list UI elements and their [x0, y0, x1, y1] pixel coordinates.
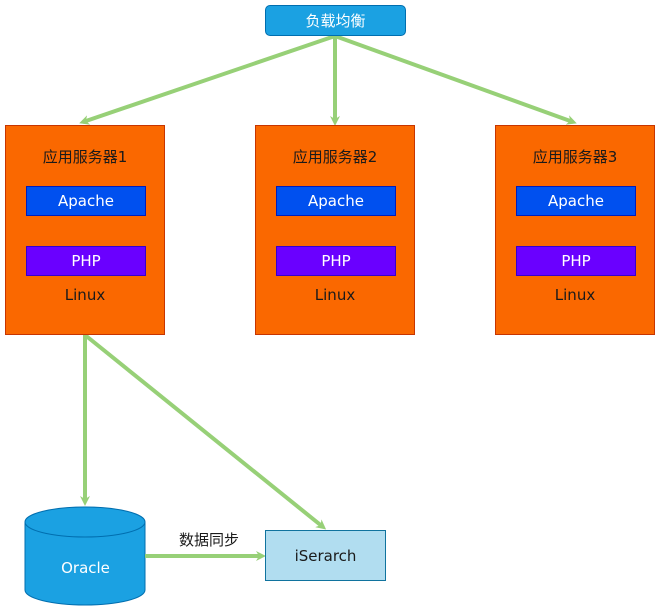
app-server-1-os: Linux: [64, 286, 106, 304]
app-server-3-php[interactable]: PHP: [516, 246, 636, 276]
app-server-2[interactable]: 应用服务器2 Apache PHP Linux: [255, 125, 415, 335]
app-server-3-os: Linux: [554, 286, 596, 304]
app-server-2-php[interactable]: PHP: [276, 246, 396, 276]
arrow-lb-to-server1: [79, 34, 336, 125]
app-server-2-title: 应用服务器2: [292, 148, 378, 166]
app-server-3[interactable]: 应用服务器3 Apache PHP Linux: [495, 125, 655, 335]
arrow-server1-to-search: [83, 333, 327, 530]
load-balancer-node[interactable]: 负载均衡: [265, 5, 406, 36]
data-sync-label: 数据同步: [178, 530, 239, 549]
app-server-2-os: Linux: [314, 286, 356, 304]
app-server-1[interactable]: 应用服务器1 Apache PHP Linux: [5, 125, 165, 335]
search-label: iSerarch: [294, 546, 357, 565]
app-server-3-apache[interactable]: Apache: [516, 186, 636, 216]
app-server-1-apache[interactable]: Apache: [26, 186, 146, 216]
arrow-lb-to-server3: [334, 34, 577, 125]
search-node[interactable]: iSerarch: [265, 530, 386, 581]
load-balancer-label: 负载均衡: [305, 12, 366, 30]
oracle-database-label[interactable]: Oracle: [61, 558, 110, 577]
oracle-database-cylinder: [24, 506, 146, 606]
app-server-2-apache[interactable]: Apache: [276, 186, 396, 216]
app-server-1-php[interactable]: PHP: [26, 246, 146, 276]
app-server-3-title: 应用服务器3: [532, 148, 618, 166]
app-server-1-title: 应用服务器1: [42, 148, 128, 166]
